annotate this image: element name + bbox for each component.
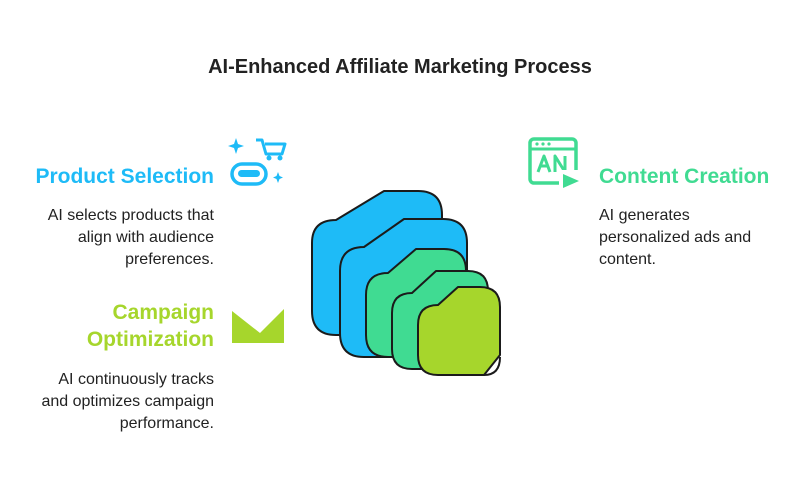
description-line: content. — [599, 251, 656, 268]
description-line: AI continuously tracks — [58, 371, 214, 388]
product-selection-description: AI selects products that align with audi… — [48, 205, 214, 271]
ai-shopping-cart-icon — [228, 138, 287, 186]
ai-video-content-icon — [528, 137, 585, 190]
description-line: performance. — [119, 415, 214, 432]
content-creation-description: AI generates personalized ads and conten… — [599, 205, 751, 271]
campaign-optimization-description: AI continuously tracks and optimizes cam… — [41, 369, 214, 435]
description-line: AI generates — [599, 207, 690, 224]
product-selection-heading: Product Selection — [35, 165, 214, 188]
description-line: preferences. — [125, 251, 214, 268]
optimization-chart-icon — [232, 309, 284, 343]
description-line: personalized ads and — [599, 229, 752, 246]
description-line: align with audience — [77, 229, 214, 246]
heading-line: Optimization — [86, 328, 214, 351]
description-line: and optimizes campaign — [41, 393, 214, 410]
content-creation-heading: Content Creation — [599, 165, 770, 188]
heading-line: Campaign — [112, 301, 214, 324]
description-line: AI selects products that — [47, 207, 214, 224]
page-title: AI-Enhanced Affiliate Marketing Process — [208, 56, 592, 78]
campaign-optimization-heading: Campaign Optimization — [87, 299, 214, 353]
stacked-process-graphic — [311, 190, 501, 376]
